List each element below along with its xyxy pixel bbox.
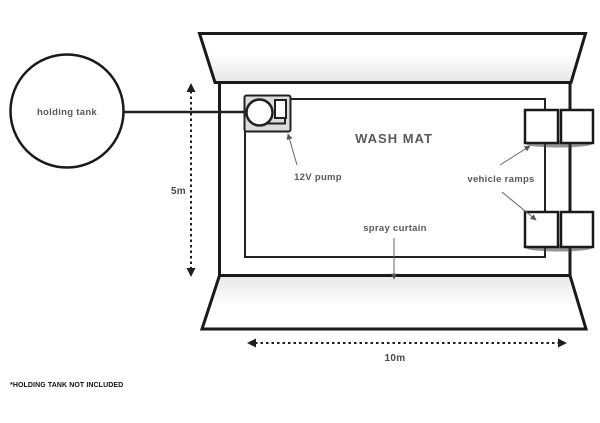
pump-impeller-circle — [245, 98, 274, 127]
holding-tank-label: holding tank — [37, 107, 97, 118]
spray-curtain-label: spray curtain — [363, 223, 427, 234]
wash-mat-top-wall — [197, 32, 588, 84]
length-dimension-arrow — [247, 338, 567, 348]
spray-curtain-rect — [244, 98, 546, 258]
vehicle-ramp-bottom — [523, 210, 595, 252]
pump-assembly — [243, 94, 292, 133]
ramp-plate — [559, 210, 595, 249]
wash-mat-bottom-wall — [199, 274, 589, 331]
pump-wire — [266, 118, 286, 125]
holding-tank-circle — [9, 53, 125, 169]
ramp-plate — [559, 108, 595, 145]
ramp-plate — [523, 210, 560, 249]
footnote-text: *HOLDING TANK NOT INCLUDED — [10, 382, 123, 389]
pump-leader-line — [286, 133, 298, 166]
ramps-leader-line-bottom — [501, 191, 537, 221]
width-dimension-arrow — [186, 83, 196, 277]
length-dimension-label: 10m — [385, 353, 406, 364]
pump-battery-rect — [274, 99, 287, 119]
pump-label: 12V pump — [294, 172, 342, 183]
vehicle-ramps-label: vehicle ramps — [467, 174, 534, 185]
ramps-leader-line-top — [499, 145, 531, 166]
width-dimension-label: 5m — [171, 186, 186, 197]
vehicle-ramp-top — [523, 108, 595, 148]
ramp-plate — [523, 108, 560, 145]
wash-mat-label: WASH MAT — [355, 131, 433, 146]
